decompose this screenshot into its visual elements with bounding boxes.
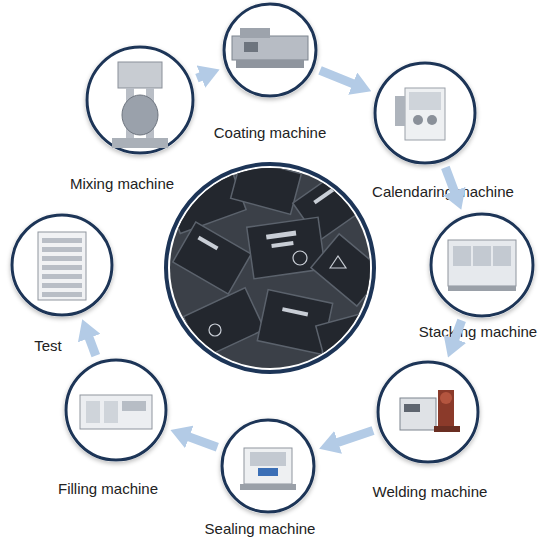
machine-node: Filling machine — [64, 358, 168, 462]
node-outline — [373, 61, 477, 165]
machine-label: Sealing machine — [205, 520, 316, 537]
node-outline — [429, 212, 535, 318]
battery-photo — [160, 158, 385, 380]
flow-arrow — [184, 435, 218, 447]
node-circle — [431, 214, 533, 316]
node-circle — [87, 47, 193, 153]
calendaring-machine-icon — [395, 88, 445, 140]
machine-node: Test — [10, 213, 114, 317]
flow-arrow — [197, 74, 207, 78]
flow-arrow — [320, 70, 358, 86]
node-circle — [222, 420, 314, 512]
flow-arrow — [87, 332, 96, 355]
sealing-machine-icon — [240, 448, 296, 490]
node-circle — [12, 215, 112, 315]
machine-label: Stacking machine — [419, 323, 537, 340]
test-rack-icon — [38, 232, 86, 300]
node-circle — [224, 4, 316, 96]
flow-arrow — [445, 167, 456, 196]
machine-node: Welding machine — [376, 360, 480, 464]
node-outline — [222, 2, 318, 98]
flow-arrow — [332, 431, 373, 445]
machine-node: Calendaring machine — [373, 61, 477, 165]
machine-node: Sealing machine — [220, 418, 316, 514]
machine-label: Welding machine — [373, 483, 488, 500]
welding-machine-icon — [400, 390, 460, 432]
node-outline — [64, 358, 168, 462]
node-circle — [375, 63, 475, 163]
machine-node: Mixing machine — [85, 45, 195, 155]
machine-node: Stacking machine — [429, 212, 535, 318]
node-circle — [378, 362, 478, 462]
machine-label: Calendaring machine — [372, 183, 514, 200]
mixing-machine-icon — [112, 62, 168, 148]
machine-label: Mixing machine — [70, 175, 174, 192]
machine-label: Coating machine — [214, 124, 327, 141]
node-outline — [10, 213, 114, 317]
flow-arrow — [453, 320, 462, 344]
filling-machine-icon — [80, 395, 152, 429]
machine-label: Test — [34, 337, 62, 354]
node-circle — [66, 360, 166, 460]
node-outline — [376, 360, 480, 464]
machine-label: Filling machine — [58, 480, 158, 497]
coating-machine-icon — [232, 28, 308, 68]
node-outline — [85, 45, 195, 155]
machine-node: Coating machine — [222, 2, 318, 98]
stacking-machine-icon — [448, 240, 516, 291]
node-outline — [220, 418, 316, 514]
